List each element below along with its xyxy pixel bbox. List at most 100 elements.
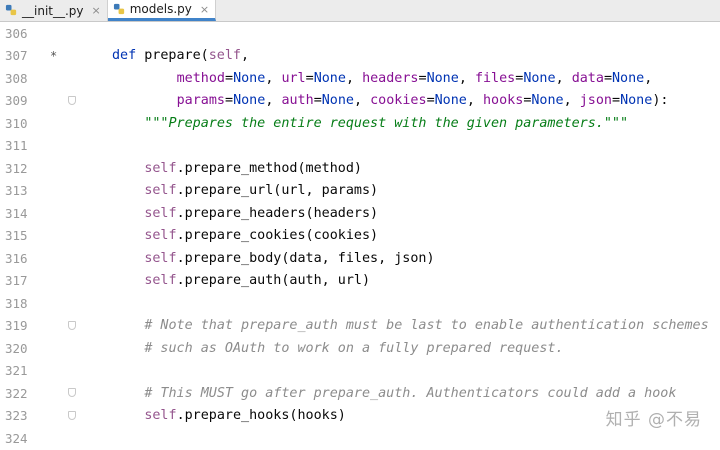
python-file-icon bbox=[113, 3, 124, 14]
line-number: 307 bbox=[5, 48, 28, 64]
fold-icon[interactable] bbox=[68, 410, 76, 420]
code-line[interactable]: 319# Note that prepare_auth must be last… bbox=[0, 315, 720, 338]
python-file-icon bbox=[5, 4, 17, 16]
code-line[interactable]: 307*def prepare(self, bbox=[0, 45, 720, 68]
line-number: 306 bbox=[5, 25, 28, 41]
code-token: .prepare_auth(auth, url) bbox=[176, 273, 371, 289]
fold-icon[interactable] bbox=[68, 388, 76, 397]
code-token: None bbox=[233, 93, 266, 109]
code-text: """Prepares the entire request with the … bbox=[144, 116, 628, 131]
code-token: params bbox=[176, 93, 225, 109]
line-number: 308 bbox=[5, 70, 28, 86]
code-token: .prepare_url(url, params) bbox=[176, 183, 379, 199]
code-token: headers bbox=[362, 70, 419, 86]
code-token: , bbox=[241, 48, 250, 64]
fold-icon[interactable] bbox=[68, 95, 76, 105]
code-token: = bbox=[305, 70, 314, 86]
tab-init-py[interactable]: __init__.py × bbox=[0, 0, 108, 21]
code-token: = bbox=[418, 70, 427, 86]
line-number: 317 bbox=[5, 273, 28, 289]
code-token: None bbox=[523, 70, 556, 86]
close-icon[interactable]: × bbox=[91, 4, 101, 17]
line-number: 324 bbox=[5, 430, 28, 446]
code-token: , bbox=[265, 70, 282, 86]
code-text: self.prepare_url(url, params) bbox=[144, 183, 378, 198]
code-token: self bbox=[144, 228, 177, 244]
code-line[interactable]: 306 bbox=[0, 22, 720, 45]
code-token: , bbox=[458, 70, 475, 86]
code-token: , bbox=[555, 70, 572, 86]
code-token: = bbox=[426, 93, 435, 109]
watermark: 知乎 @不易 bbox=[605, 410, 702, 430]
code-line[interactable]: 317 self.prepare_auth(auth, url) bbox=[0, 270, 720, 293]
code-token: method bbox=[176, 70, 225, 86]
code-token: = bbox=[515, 70, 524, 86]
code-line[interactable]: 318 bbox=[0, 292, 720, 315]
fold-icon[interactable] bbox=[68, 320, 76, 330]
line-number: 315 bbox=[5, 228, 28, 244]
code-token: , bbox=[644, 70, 653, 86]
code-text: self.prepare_method(method) bbox=[144, 161, 362, 176]
code-token: url bbox=[281, 70, 306, 86]
code-token: """Prepares the entire request with the … bbox=[144, 115, 629, 131]
code-token: ): bbox=[652, 93, 669, 109]
code-token: , bbox=[563, 93, 580, 109]
tab-models-py[interactable]: models.py × bbox=[107, 0, 217, 21]
code-token: # such as OAuth to work on a fully prepa… bbox=[144, 340, 564, 356]
line-number: 309 bbox=[5, 93, 28, 109]
code-text: self.prepare_cookies(cookies) bbox=[144, 228, 378, 243]
code-line[interactable]: 320 # such as OAuth to work on a fully pr… bbox=[0, 337, 720, 360]
code-text: self.prepare_hooks(hooks) bbox=[144, 408, 346, 423]
line-number: 312 bbox=[5, 160, 28, 176]
code-token: None bbox=[434, 93, 467, 109]
code-token: , bbox=[265, 93, 282, 109]
code-token: = bbox=[313, 93, 322, 109]
code-text: params=None, auth=None, cookies=None, ho… bbox=[177, 93, 669, 108]
line-number: 318 bbox=[5, 295, 28, 311]
line-number: 313 bbox=[5, 183, 28, 199]
change-marker: * bbox=[50, 48, 58, 63]
code-line[interactable]: 324 bbox=[0, 427, 720, 450]
line-number: 320 bbox=[5, 340, 28, 356]
line-number: 310 bbox=[5, 115, 28, 131]
code-line[interactable]: 321 bbox=[0, 360, 720, 383]
code-token: files bbox=[474, 70, 516, 86]
code-token: = bbox=[612, 93, 621, 109]
code-token: .prepare_hooks(hooks) bbox=[176, 408, 346, 424]
close-icon[interactable]: × bbox=[199, 2, 210, 16]
code-line[interactable]: 310 """Prepares the entire request with t… bbox=[0, 112, 720, 135]
code-token: def bbox=[112, 48, 145, 64]
code-token: .prepare_body(data, files, json) bbox=[176, 250, 435, 266]
line-number: 322 bbox=[5, 385, 28, 401]
code-token: None bbox=[620, 93, 653, 109]
code-token: json bbox=[579, 93, 612, 109]
code-token: = bbox=[603, 70, 612, 86]
code-token: None bbox=[313, 70, 346, 86]
code-text: # This MUST go after prepare_auth. Authe… bbox=[144, 386, 676, 401]
code-token: self bbox=[144, 205, 177, 221]
line-number-gutter[interactable] bbox=[0, 22, 82, 444]
code-token: self bbox=[144, 273, 177, 289]
code-token: self bbox=[144, 408, 177, 424]
code-token: , bbox=[345, 70, 363, 86]
code-token: self bbox=[144, 160, 177, 176]
code-token: cookies bbox=[370, 93, 427, 109]
tab-label: models.py bbox=[129, 2, 192, 16]
code-line[interactable]: 315 self.prepare_cookies(cookies) bbox=[0, 225, 720, 248]
code-token: , bbox=[466, 93, 483, 109]
code-line[interactable]: 312 self.prepare_method(method) bbox=[0, 157, 720, 180]
code-token: auth bbox=[281, 93, 314, 109]
code-token: .prepare_method(method) bbox=[176, 160, 362, 176]
code-line[interactable]: 322 # This MUST go after prepare_auth. Au… bbox=[0, 382, 720, 405]
code-line[interactable]: 313 self.prepare_url(url, params) bbox=[0, 180, 720, 203]
code-text: self.prepare_headers(headers) bbox=[144, 206, 378, 221]
code-text: self.prepare_auth(auth, url) bbox=[144, 273, 370, 288]
code-token: None bbox=[426, 70, 459, 86]
code-line[interactable]: 311 bbox=[0, 135, 720, 158]
